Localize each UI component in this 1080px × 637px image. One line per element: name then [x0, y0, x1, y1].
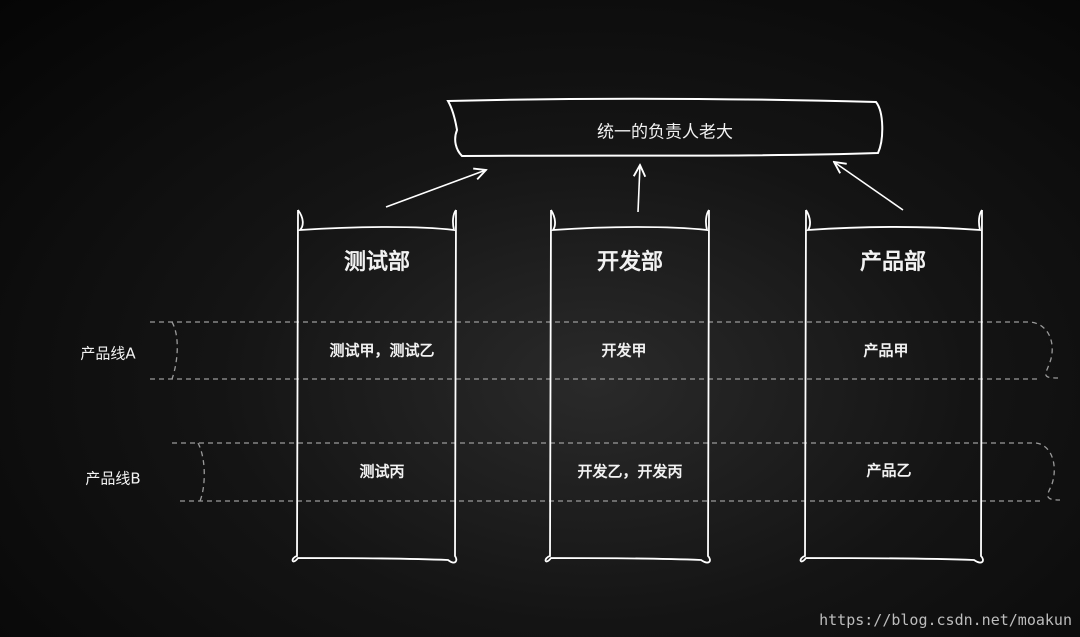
watermark-url: https://blog.csdn.net/moakun: [819, 611, 1072, 629]
arrow-test-to-top: [385, 170, 486, 208]
top-box-label: 统一的负责人老大: [597, 122, 733, 143]
arrow-product-to-top: [834, 162, 904, 211]
arrow-dev-to-top: [638, 165, 640, 213]
dept-column-outline-product: [799, 209, 984, 564]
product-line-b-band: [172, 442, 1061, 502]
dept-column-outline-dev: [544, 209, 711, 564]
top-box-outline: [446, 97, 884, 158]
dept-name-dev: 开发部: [596, 250, 664, 275]
product-line-a-label: 产品线A: [80, 344, 136, 363]
cell-test-line-a: 测试甲，测试乙: [329, 341, 435, 360]
product-line-b-label: 产品线B: [85, 469, 141, 488]
cell-product-line-b: 产品乙: [866, 461, 912, 480]
cell-product-line-a: 产品甲: [863, 341, 909, 360]
cell-dev-line-a: 开发甲: [601, 341, 647, 360]
cell-dev-line-b: 开发乙，开发丙: [577, 462, 683, 481]
dept-name-product: 产品部: [859, 250, 927, 275]
dept-name-test: 测试部: [343, 250, 411, 275]
cell-test-line-b: 测试丙: [359, 462, 405, 481]
dept-column-outline-test: [291, 209, 458, 564]
